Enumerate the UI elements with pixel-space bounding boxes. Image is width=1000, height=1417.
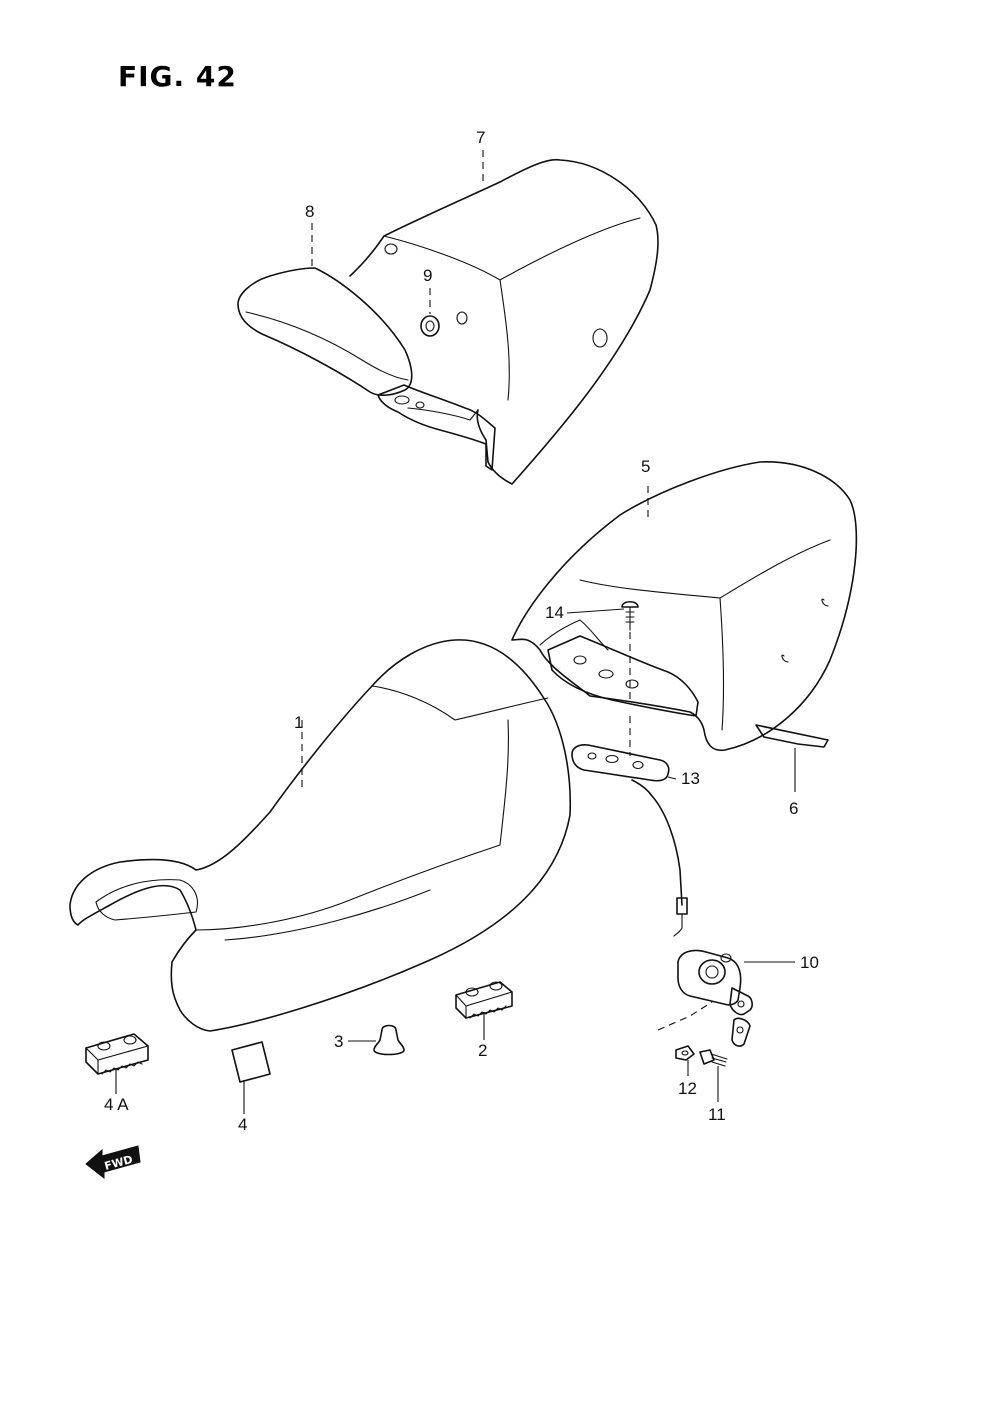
tail-strip	[755, 724, 829, 748]
seat-tail-cover	[511, 461, 858, 752]
callout-4a: 4 A	[104, 1095, 129, 1114]
nut	[675, 1045, 695, 1061]
seat-lock-assembly	[677, 949, 753, 1047]
seat-pad	[231, 1041, 271, 1083]
callout-4: 4	[238, 1115, 247, 1134]
callout-13: 13	[681, 769, 700, 788]
callout-5: 5	[641, 457, 650, 476]
leader-lines	[115, 150, 796, 1114]
callout-labels: 7 8 9 5 14 1 13 6 10 3 2 4 A 4 12 11	[104, 128, 819, 1134]
screw	[621, 600, 639, 631]
pillion-pad	[237, 267, 413, 396]
main-seat	[69, 639, 572, 1032]
callout-8: 8	[305, 202, 314, 221]
forward-arrow-icon: FWD	[85, 1145, 141, 1180]
figure-title: FIG. 42	[118, 60, 237, 93]
seat-lock-bracket	[571, 744, 688, 937]
seat-cushion-block-a	[85, 1033, 149, 1075]
grommet	[420, 315, 440, 337]
callout-1: 1	[294, 713, 303, 732]
callout-12: 12	[678, 1079, 697, 1098]
callout-2: 2	[478, 1041, 487, 1060]
callout-14: 14	[545, 603, 564, 622]
callout-9: 9	[423, 266, 432, 285]
callout-7: 7	[476, 128, 485, 147]
bolt	[699, 1049, 728, 1067]
callout-11: 11	[708, 1105, 726, 1124]
seat-cushion-block	[455, 981, 513, 1019]
callout-10: 10	[800, 953, 819, 972]
cushion-stopper	[373, 1024, 405, 1056]
callout-3: 3	[334, 1032, 343, 1051]
callout-6: 6	[789, 799, 798, 818]
rear-seat-cowl	[349, 158, 659, 485]
